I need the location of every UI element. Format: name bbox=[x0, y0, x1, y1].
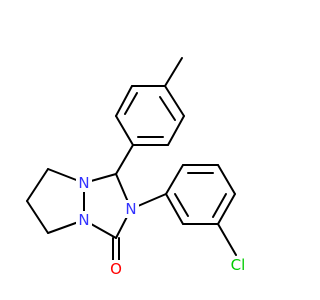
atom-n2-label: N bbox=[78, 211, 89, 229]
bond-cp-4-inner bbox=[212, 193, 227, 218]
bond-tolyl-1-inner bbox=[159, 96, 176, 121]
atom-n2: N bbox=[76, 211, 92, 229]
bond-tolyl-1 bbox=[164, 85, 185, 117]
bond-cp-6 bbox=[165, 193, 184, 225]
bond-ch2-ch2a bbox=[26, 168, 49, 202]
bond-c-cl bbox=[217, 223, 237, 256]
bond-tolyl-5 bbox=[115, 85, 133, 117]
bond-cp-4 bbox=[217, 193, 236, 225]
bond-tolyl-5-inner bbox=[124, 92, 138, 115]
atom-labels: N N N O Cl bbox=[76, 174, 250, 278]
bond-cp-6-inner bbox=[174, 193, 189, 217]
molecule-canvas: N N N O Cl bbox=[0, 0, 300, 300]
bond-cp-1 bbox=[165, 164, 184, 195]
atom-n1-label: N bbox=[78, 174, 89, 192]
background bbox=[0, 0, 300, 300]
atom-n3: N bbox=[123, 200, 139, 218]
bond-cp-3 bbox=[217, 164, 236, 195]
atom-cl: Cl bbox=[226, 256, 250, 274]
molecule-structure: N N N O Cl bbox=[0, 0, 300, 300]
bond-tolyl-2 bbox=[167, 115, 185, 146]
bond-methyl bbox=[164, 57, 183, 87]
bond-tolyl-c3 bbox=[115, 144, 134, 175]
atom-n3-label: N bbox=[125, 200, 136, 218]
atom-o1-label: O bbox=[110, 260, 122, 278]
bond-tolyl-4 bbox=[115, 115, 134, 146]
bond-ch2-ch2b bbox=[26, 200, 49, 234]
atom-n1: N bbox=[76, 174, 92, 192]
atom-o1: O bbox=[107, 260, 125, 278]
atom-cl-label: Cl bbox=[231, 256, 246, 274]
